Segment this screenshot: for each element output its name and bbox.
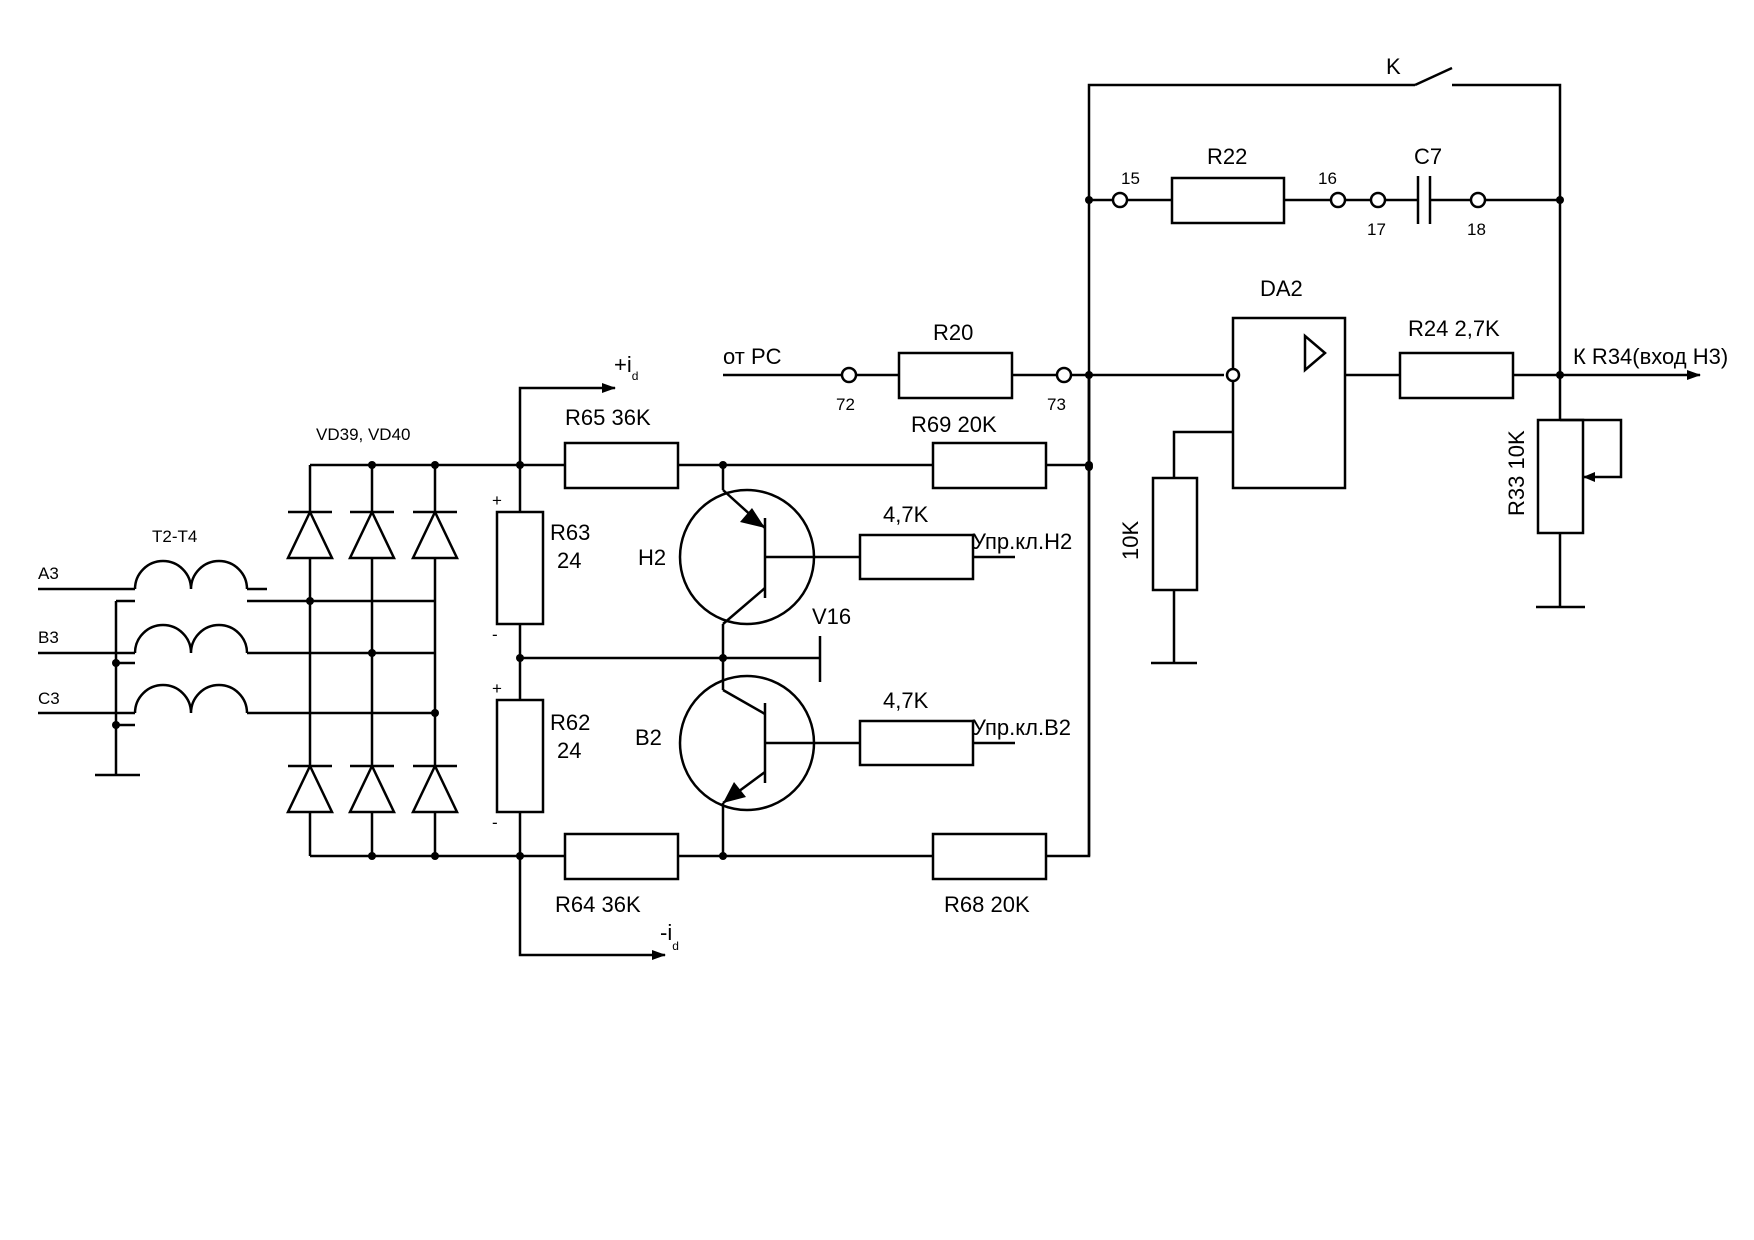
from-pc-label: от PC (723, 344, 782, 369)
node-73-label: 73 (1047, 395, 1066, 414)
ctrl-h2-label: Упр.кл.Н2 (972, 529, 1072, 554)
r47-bottom-label: 4,7K (883, 688, 929, 713)
r62-minus: - (492, 813, 498, 832)
terminal-18 (1469, 191, 1487, 209)
opamp-da2: DA2 10K (1118, 276, 1347, 665)
resistor-4-7k-top (858, 533, 975, 581)
diode-upper-2 (348, 509, 396, 560)
da2-label: DA2 (1260, 276, 1303, 301)
minus-id-label: -id (660, 920, 679, 953)
r65-label: R65 36K (565, 405, 651, 430)
resistor-10k (1151, 476, 1199, 592)
terminal-17 (1369, 191, 1387, 209)
r62-name: R62 (550, 710, 590, 735)
resistor-r62 (495, 698, 545, 814)
resistor-r69 (931, 441, 1048, 490)
b2-label: B2 (635, 725, 662, 750)
terminal-15 (1111, 191, 1129, 209)
c7-label: C7 (1414, 144, 1442, 169)
transistor-b2: B2 (635, 658, 860, 860)
resistor-r68 (931, 832, 1048, 881)
resistor-4-7k-bottom (858, 719, 975, 767)
diode-lower-1 (286, 763, 334, 814)
resistor-r65 (563, 441, 680, 490)
r63-plus: + (492, 491, 502, 510)
node-17-label: 17 (1367, 220, 1386, 239)
phase-c3-label: C3 (38, 689, 60, 708)
r63-minus: - (492, 625, 498, 644)
diode-bridge: VD39, VD40 (286, 425, 520, 860)
input-r20: от PC R20 72 73 (723, 320, 1224, 414)
resistor-r63 (495, 510, 545, 626)
inverting-input (1225, 367, 1241, 383)
node-18-label: 18 (1467, 220, 1486, 239)
r64-label: R64 36K (555, 892, 641, 917)
shunt-resistors: R63 24 R62 24 + - + - V16 +id -id (492, 352, 851, 960)
plus-id-label: +id (614, 352, 638, 383)
diode-upper-3 (411, 509, 459, 560)
ctrl-b2-label: Упр.кл.В2 (972, 715, 1071, 740)
r62-plus: + (492, 679, 502, 698)
r63-value: 24 (557, 548, 581, 573)
node-15-label: 15 (1121, 169, 1140, 188)
h2-control: 4,7K Упр.кл.Н2 (858, 502, 1072, 581)
h2-label: H2 (638, 545, 666, 570)
diode-lower-3 (411, 763, 459, 814)
r24-label: R24 2,7K (1408, 316, 1500, 341)
switch-k-label: K (1386, 54, 1401, 79)
r62-value: 24 (557, 738, 581, 763)
phase-b3-label: B3 (38, 628, 59, 647)
transformers-t2-t4: T2-T4 A3 B3 C3 (38, 527, 436, 777)
r22-c7-branch: R22 C7 15 16 17 18 (1085, 144, 1564, 239)
resistor-r20 (897, 351, 1014, 400)
phase-a3-label: A3 (38, 564, 59, 583)
r47-top-label: 4,7K (883, 502, 929, 527)
vd-label: VD39, VD40 (316, 425, 411, 444)
to-r34-label: К R34(вход Н3) (1573, 344, 1728, 369)
resistor-r22 (1170, 176, 1286, 225)
r63-name: R63 (550, 520, 590, 545)
r10k-label: 10K (1118, 521, 1143, 560)
diode-lower-2 (348, 763, 396, 814)
r33-label: R33 10K (1504, 430, 1529, 516)
output-stage: R24 2,7K К R34(вход Н3) R33 10K (1345, 200, 1728, 609)
feedback-switch-k: K (1087, 54, 1562, 467)
terminal-73 (1055, 366, 1073, 384)
r69-label: R69 20K (911, 412, 997, 437)
bottom-resistor-row: R64 36K R68 20K (520, 375, 1091, 917)
b2-control: 4,7K Упр.кл.В2 (858, 688, 1071, 767)
diode-upper-1 (286, 509, 334, 560)
r20-label: R20 (933, 320, 973, 345)
r68-label: R68 20K (944, 892, 1030, 917)
node-16-label: 16 (1318, 169, 1337, 188)
terminal-16 (1329, 191, 1347, 209)
node-72-label: 72 (836, 395, 855, 414)
v16-label: V16 (812, 604, 851, 629)
resistor-r24 (1398, 351, 1515, 400)
resistor-r64 (563, 832, 680, 881)
potentiometer-r33 (1536, 418, 1585, 535)
transistor-h2: H2 (638, 461, 860, 662)
terminal-72 (840, 366, 858, 384)
top-resistor-row: R65 36K R69 20K (520, 405, 1093, 490)
r22-label: R22 (1207, 144, 1247, 169)
t2t4-label: T2-T4 (152, 527, 197, 546)
